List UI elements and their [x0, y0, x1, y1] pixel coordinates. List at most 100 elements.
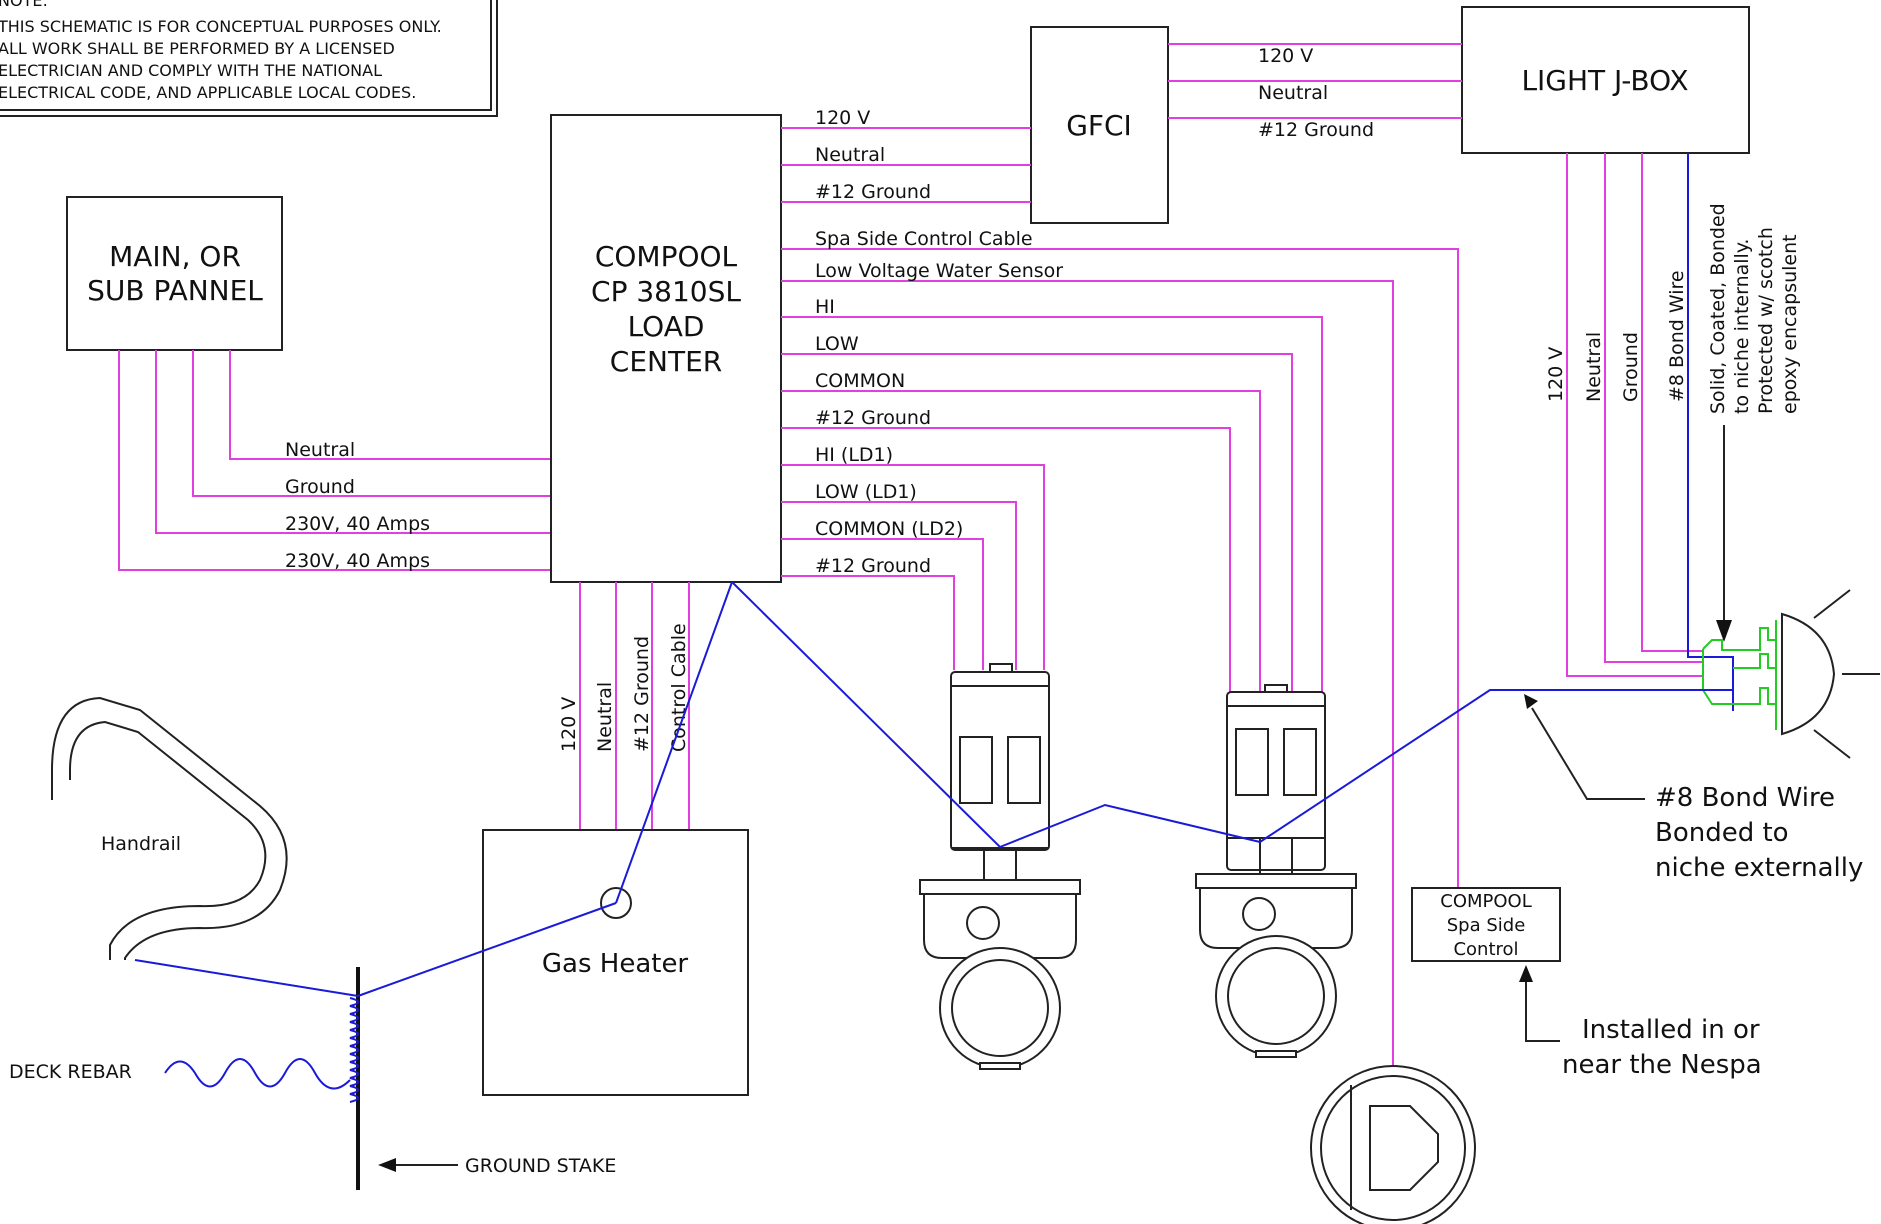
bond-callout-leader: [1531, 707, 1645, 800]
gfci-feed-label-neutral: Neutral: [815, 144, 885, 166]
load-center-line-1: COMPOOL: [595, 240, 738, 273]
bond-wire-pump-to-light: [1259, 689, 1733, 843]
light-wire-label-bond: #8 Bond Wire: [1666, 270, 1688, 402]
pump-1-motor: [950, 671, 1050, 851]
light-note-line-1: Solid, Coated, Bonded: [1707, 203, 1729, 414]
note-frame-inner: [0, 0, 492, 111]
bond-wire-stake-to-heater: [357, 902, 617, 997]
install-callout-line-1: Installed in or: [1582, 1015, 1760, 1045]
note-frame-outer: [0, 0, 498, 117]
pump-2-flange: [1195, 873, 1357, 889]
install-callout-line-2: near the Nespa: [1562, 1050, 1762, 1080]
heater-wire-label-neutral: Neutral: [594, 682, 616, 752]
main-panel-box: [66, 196, 283, 351]
gas-heater-box: [482, 829, 749, 1096]
heater-wires: 120 V Neutral #12 Ground Control Cable: [558, 582, 690, 830]
bond-wire-heater-to-load: [615, 581, 733, 904]
note-heading: NOTE:: [0, 0, 48, 10]
ground-stake-coil: [349, 997, 359, 1103]
light-wire-label-ground: Ground: [1620, 332, 1642, 402]
light-wires: 120 V Neutral Ground #8 Bond Wire: [1545, 153, 1734, 711]
note-block: NOTE: THIS SCHEMATIC IS FOR CONCEPTUAL P…: [0, 0, 498, 117]
output-low-ld1: [781, 501, 1017, 670]
gfci-box: [1030, 26, 1169, 224]
bond-wire-handrail-to-stake: [134, 959, 359, 997]
pump-1-port: [966, 906, 1000, 940]
bond-callout-line-1: #8 Bond Wire: [1655, 783, 1835, 813]
handrail: Handrail: [50, 696, 288, 960]
output-hi: [781, 316, 1323, 692]
water-sensor-outer: [1310, 1065, 1476, 1224]
ground-stake: GROUND STAKE: [349, 967, 616, 1190]
gfci: GFCI: [1030, 26, 1169, 224]
jbox-feed-label-neutral: Neutral: [1258, 82, 1328, 104]
output-low: [781, 353, 1293, 692]
deck-rebar: DECK REBAR: [9, 1058, 351, 1090]
load-center-line-3: LOAD: [628, 310, 705, 343]
pump-2-volute-outer: [1215, 935, 1337, 1057]
bond-callout: #8 Bond Wire Bonded to niche externally: [1524, 694, 1863, 883]
panel-wire-label-230v-b: 230V, 40 Amps: [285, 550, 430, 572]
ground-stake-label: GROUND STAKE: [465, 1155, 616, 1177]
deck-rebar-wave: [164, 1058, 351, 1090]
handrail-inner: [69, 720, 267, 960]
pump-2-housing: [1199, 887, 1353, 949]
output-ground-2: [781, 575, 955, 670]
main-panel: MAIN, OR SUB PANNEL: [66, 196, 283, 351]
water-sensor: [1310, 1065, 1476, 1224]
light-niche-teeth-low: [1733, 687, 1777, 730]
load-center: COMPOOL CP 3810SL LOAD CENTER: [550, 114, 782, 583]
light-fixture: [1702, 589, 1880, 759]
light-lens: [1781, 612, 1836, 736]
output-hi-ld1: [781, 464, 1045, 670]
pump-1-flange: [919, 879, 1081, 895]
panel-wire-230v-b: [118, 350, 551, 571]
light-note: Solid, Coated, Bonded to niche internall…: [1707, 203, 1801, 642]
output-label-low: LOW: [815, 333, 859, 355]
pump-2-volute-inner: [1227, 947, 1325, 1045]
output-common-ld2: [781, 538, 984, 670]
light-note-line-4: epoxy encapsulent: [1779, 234, 1801, 414]
handrail-outer: [51, 696, 288, 960]
ground-stake-arrowhead: [378, 1158, 396, 1172]
water-sensor-inner: [1320, 1075, 1466, 1221]
bond-callout-arrowhead: [1524, 694, 1538, 709]
panel-wire-230v-a: [155, 350, 551, 534]
note-line-4: ELECTRICAL CODE, AND APPLICABLE LOCAL CO…: [0, 83, 416, 102]
bond-callout-line-2: Bonded to: [1655, 818, 1789, 848]
water-sensor-d-shape: [1369, 1105, 1439, 1191]
spa-control-line-3: Control: [1453, 939, 1518, 960]
pump-1: [919, 663, 1081, 1070]
install-callout-leader: [1525, 978, 1560, 1042]
heater-wire-label-120v: 120 V: [558, 697, 580, 752]
panel-wire-neutral: [229, 350, 551, 460]
main-panel-line-2: SUB PANNEL: [87, 274, 263, 307]
light-note-arrowhead: [1716, 620, 1732, 642]
output-water-sensor: [781, 280, 1394, 1066]
output-common: [781, 390, 1261, 692]
light-wire-120v: [1566, 153, 1703, 677]
gfci-label: GFCI: [1066, 109, 1132, 142]
pump-1-volute-inner: [951, 959, 1049, 1057]
install-callout-arrowhead: [1519, 965, 1533, 982]
gas-heater: Gas Heater: [482, 829, 749, 1096]
light-ray-bot: [1813, 729, 1851, 759]
jbox-feed-label-120v: 120 V: [1258, 45, 1313, 67]
gfci-feed-wires: 120 V Neutral #12 Ground: [781, 107, 1031, 203]
light-jbox: LIGHT J-BOX: [1461, 6, 1750, 154]
deck-rebar-label: DECK REBAR: [9, 1061, 132, 1083]
note-line-2: ALL WORK SHALL BE PERFORMED BY A LICENSE…: [0, 39, 395, 58]
gfci-feed-label-ground: #12 Ground: [815, 181, 931, 203]
light-wire-label-neutral: Neutral: [1583, 332, 1605, 402]
pump-1-switch-right: [1007, 736, 1041, 804]
jbox-feed-label-ground: #12 Ground: [1258, 119, 1374, 141]
load-center-line-2: CP 3810SL: [591, 275, 741, 308]
output-label-common-ld2: COMMON (LD2): [815, 518, 963, 540]
note-line-1: THIS SCHEMATIC IS FOR CONCEPTUAL PURPOSE…: [0, 17, 442, 36]
output-label-hi-ld1: HI (LD1): [815, 444, 893, 466]
load-center-line-4: CENTER: [610, 345, 722, 378]
spa-control-line-1: COMPOOL: [1440, 891, 1532, 912]
output-ground-1: [781, 427, 1231, 692]
pump-2-port: [1242, 897, 1276, 931]
pump-2: [1195, 684, 1357, 1058]
